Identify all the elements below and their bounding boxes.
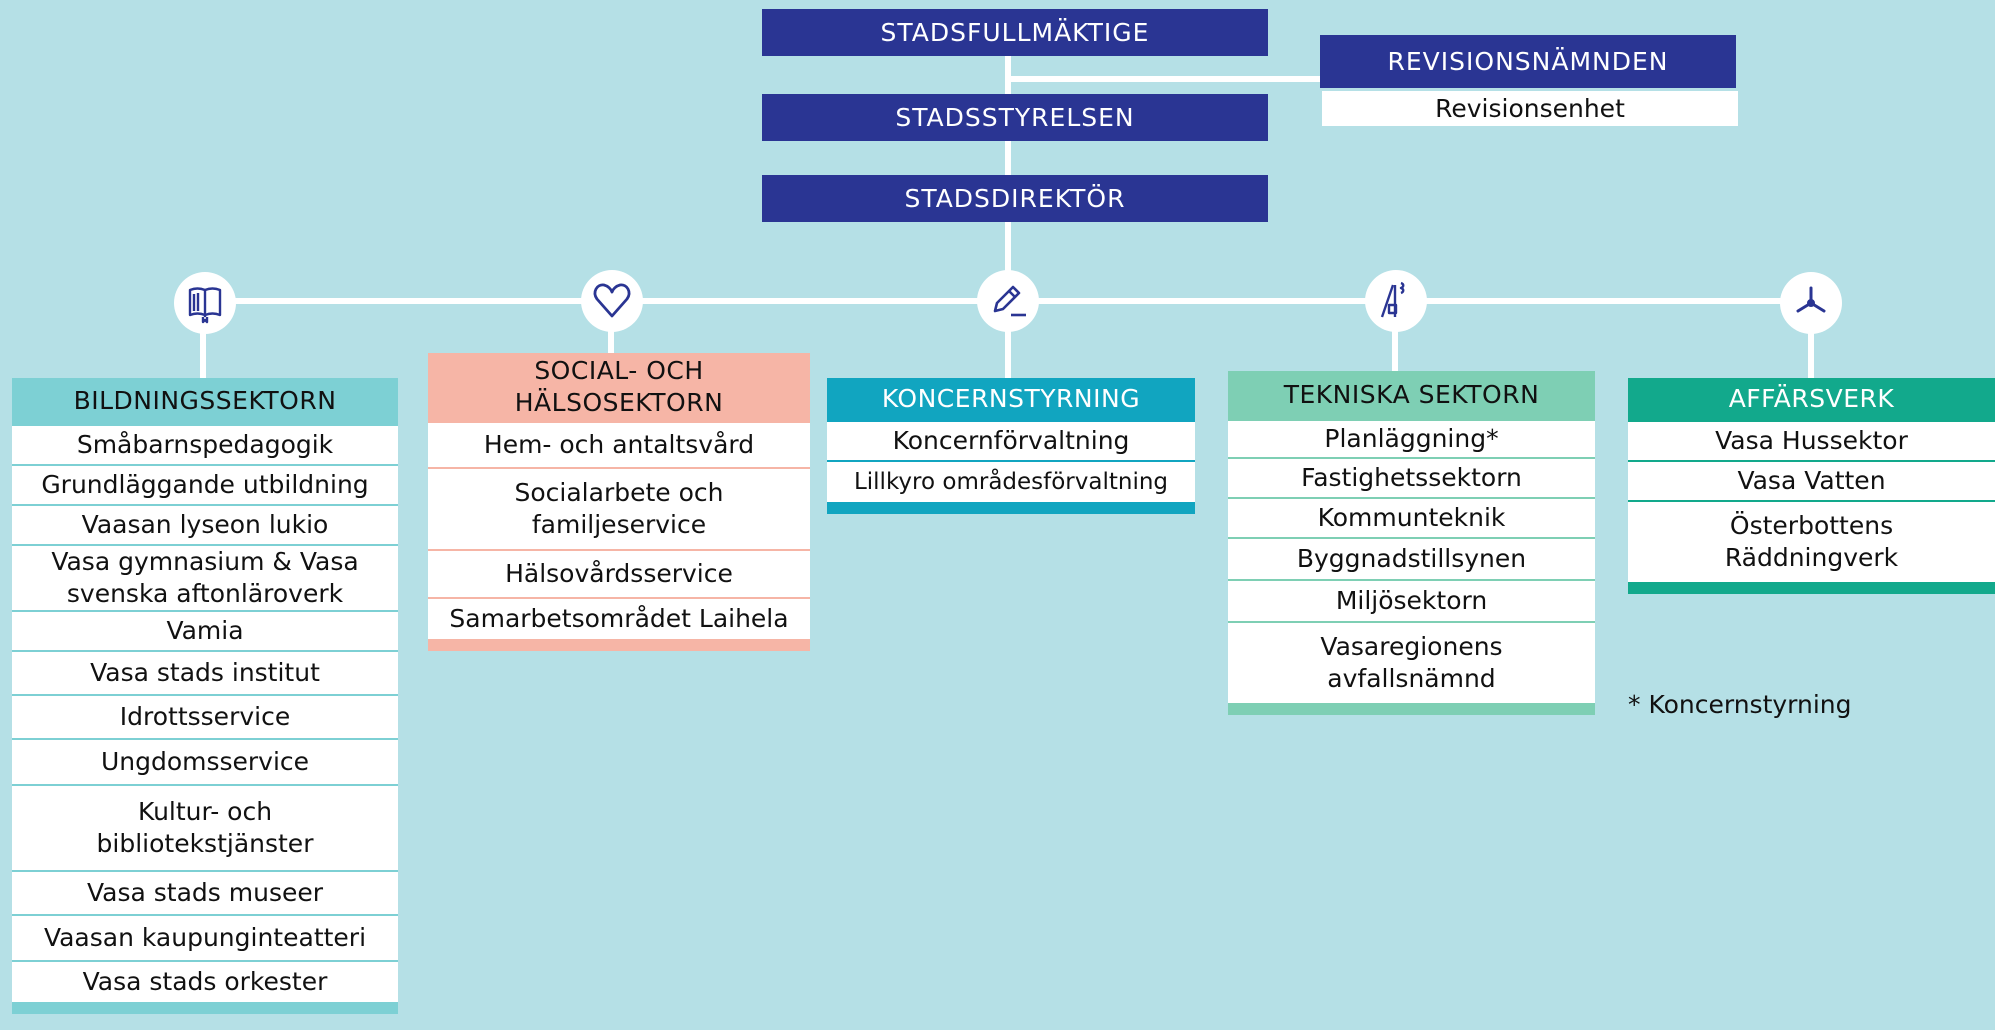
city-council-box: STADSFULLMÄKTIGE [762, 9, 1268, 56]
connector-audit [1008, 76, 1320, 82]
wind-turbine-icon [1796, 286, 1826, 313]
list-item: Hem- och antaltsvård [428, 423, 810, 467]
sector-bildning: BILDNINGSSEKTORN Småbarnspedagogik Grund… [12, 378, 398, 1014]
sector-teknik-footer [1228, 703, 1595, 715]
sector-affar-footer [1628, 582, 1995, 594]
sector-koncern-footer [827, 502, 1195, 514]
sector-social-title: SOCIAL- OCH HÄLSOSEKTORN [428, 353, 810, 421]
pen-icon [993, 285, 1026, 317]
list-item: Byggnadstillsynen [1228, 539, 1595, 579]
icon-circle-koncern [977, 270, 1039, 332]
list-item: Vasaregionens avfallsnämnd [1228, 623, 1595, 703]
sector-teknik: TEKNISKA SEKTORN Planläggning* Fastighet… [1228, 371, 1595, 715]
list-item: Ungdomsservice [12, 740, 398, 784]
footnote: * Koncernstyrning [1628, 690, 1852, 719]
icon-circle-social [581, 270, 643, 332]
list-item: Vasa gymnasium & Vasa svenska aftonlärov… [12, 546, 398, 610]
list-item: Vasa Hussektor [1628, 422, 1995, 460]
city-board-box: STADSSTYRELSEN [762, 94, 1268, 141]
list-item: Koncernförvaltning [827, 422, 1195, 460]
icon-circle-teknik [1365, 270, 1427, 332]
list-item: Miljösektorn [1228, 581, 1595, 621]
list-item: Kultur- och bibliotekstjänster [12, 786, 398, 870]
sector-koncern-title: KONCERNSTYRNING [827, 378, 1195, 420]
list-item: Hälsovårdsservice [428, 551, 810, 597]
list-item: Österbottens Räddningverk [1628, 502, 1995, 582]
list-item: Vasa stads orkester [12, 962, 398, 1002]
icon-circle-bildning [174, 272, 236, 334]
icon-circle-affar [1780, 272, 1842, 334]
list-item: Vamia [12, 612, 398, 650]
connector-affar [1808, 300, 1814, 380]
audit-committee-box: REVISIONSNÄMNDEN [1320, 35, 1736, 88]
compass-icon [1380, 281, 1405, 318]
sector-social-footer [428, 639, 810, 651]
sector-koncern: KONCERNSTYRNING Koncernförvaltning Lillk… [827, 378, 1195, 514]
list-item: Vaasan kaupunginteatteri [12, 916, 398, 960]
list-item: Vaasan lyseon lukio [12, 506, 398, 544]
list-item: Vasa stads institut [12, 652, 398, 694]
list-item: Idrottsservice [12, 696, 398, 738]
heart-icon [593, 283, 631, 318]
sector-affar-title: AFFÄRSVERK [1628, 378, 1995, 420]
list-item: Socialarbete och familjeservice [428, 469, 810, 549]
city-director-box: STADSDIREKTÖR [762, 175, 1268, 222]
list-item: Vasa Vatten [1628, 462, 1995, 500]
sector-bildning-title: BILDNINGSSEKTORN [12, 378, 398, 424]
list-item: Vasa stads museer [12, 872, 398, 914]
list-item: Planläggning* [1228, 421, 1595, 457]
sector-teknik-title: TEKNISKA SEKTORN [1228, 371, 1595, 419]
list-item: Fastighetssektorn [1228, 459, 1595, 497]
sector-bildning-footer [12, 1002, 398, 1014]
connector-teknik [1392, 300, 1398, 372]
connector-bildning [200, 300, 206, 380]
audit-unit-box: Revisionsenhet [1322, 91, 1738, 126]
sector-social: SOCIAL- OCH HÄLSOSEKTORN Hem- och antalt… [428, 353, 810, 651]
open-book-icon [188, 287, 222, 324]
list-item: Småbarnspedagogik [12, 426, 398, 464]
sector-affar: AFFÄRSVERK Vasa Hussektor Vasa Vatten Ös… [1628, 378, 1995, 594]
list-item: Lillkyro områdesförvaltning [827, 462, 1195, 502]
list-item: Kommunteknik [1228, 499, 1595, 537]
connector-koncern [1005, 300, 1011, 380]
list-item: Samarbetsområdet Laihela [428, 599, 810, 639]
list-item: Grundläggande utbildning [12, 466, 398, 504]
